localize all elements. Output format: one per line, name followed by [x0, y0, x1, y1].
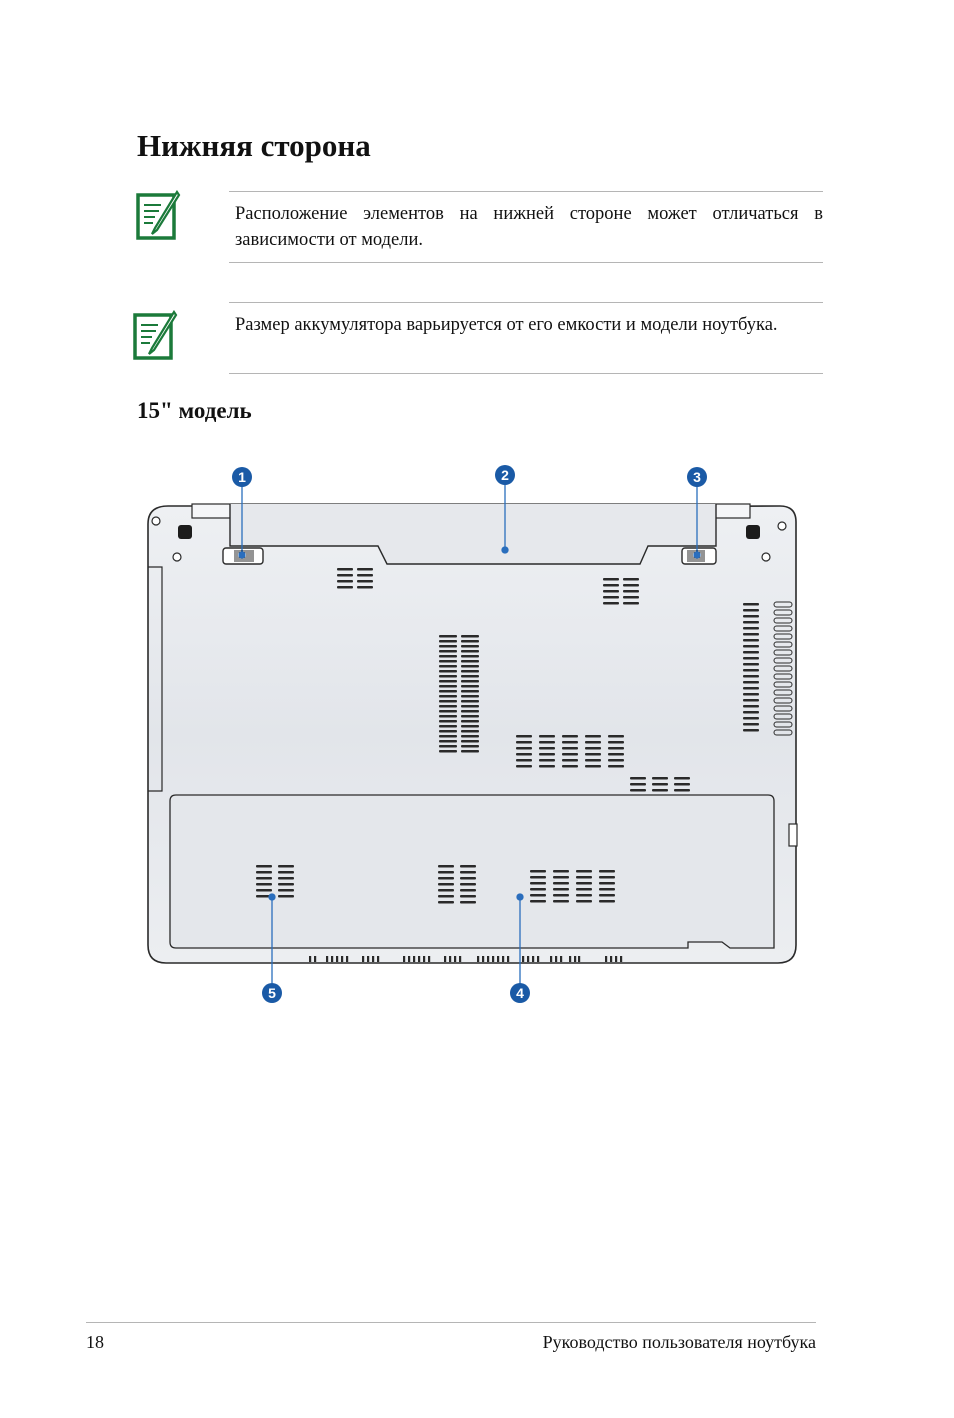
- laptop-bottom-diagram: 1 2 3 4 5: [140, 455, 810, 1015]
- callout-3: 3: [687, 467, 707, 487]
- svg-text:2: 2: [501, 467, 509, 483]
- callout-4: 4: [510, 983, 530, 1003]
- page-number: 18: [86, 1332, 104, 1352]
- note-box: Расположение элементов на нижней стороне…: [229, 191, 823, 263]
- svg-text:5: 5: [268, 985, 276, 1001]
- note-box: Размер аккумулятора варьируется от его е…: [229, 302, 823, 374]
- callout-1: 1: [232, 467, 252, 487]
- callout-2: 2: [495, 465, 515, 485]
- svg-text:1: 1: [238, 469, 246, 485]
- page-title: Нижняя сторона: [137, 128, 371, 163]
- note-text: Расположение элементов на нижней стороне…: [235, 204, 823, 250]
- note-pencil-icon: [132, 309, 178, 362]
- footer-divider: [86, 1322, 816, 1323]
- svg-text:4: 4: [516, 985, 524, 1001]
- note-text: Размер аккумулятора варьируется от его е…: [235, 315, 778, 335]
- note-pencil-icon: [135, 189, 181, 242]
- callout-5: 5: [262, 983, 282, 1003]
- svg-text:3: 3: [693, 469, 701, 485]
- section-subheading: 15" модель: [137, 398, 252, 423]
- footer-title: Руководство пользователя ноутбука: [542, 1332, 816, 1352]
